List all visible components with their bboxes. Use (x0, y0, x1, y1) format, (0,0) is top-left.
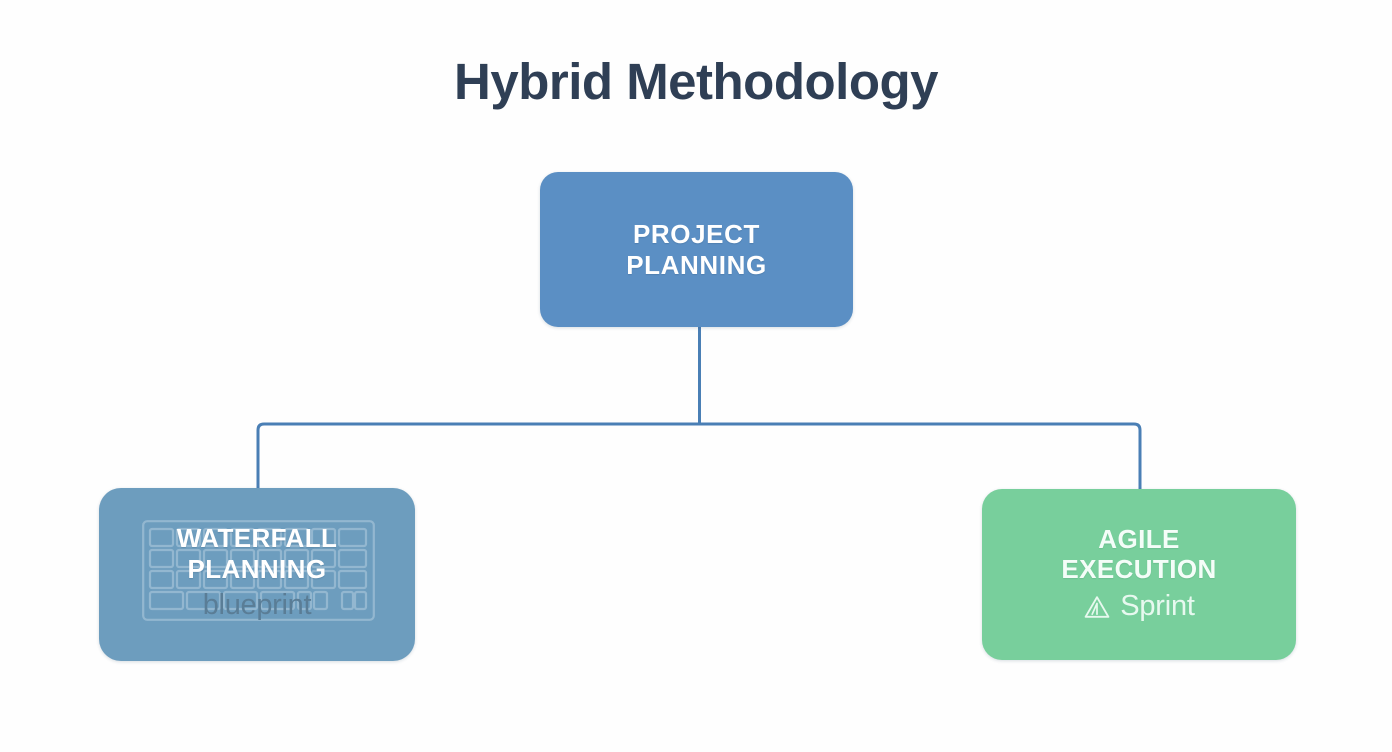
node-agile-execution-label-line2: EXECUTION (1061, 554, 1217, 584)
node-project-planning[interactable]: PROJECT PLANNING (540, 172, 853, 327)
node-agile-execution-label-line1: AGILE (1098, 523, 1180, 554)
node-agile-execution[interactable]: AGILE EXECUTION Sprint (982, 489, 1296, 660)
connector-to-agile (698, 422, 1142, 491)
node-agile-execution-sublabel: Sprint (1120, 590, 1195, 623)
node-waterfall-planning-label: WATERFALL PLANNING (177, 523, 338, 583)
node-project-planning-label-line1: PROJECT (632, 219, 760, 250)
node-waterfall-planning-label-line1: WATERFALL (176, 523, 338, 554)
connector-to-waterfall (256, 422, 701, 490)
page-title: Hybrid Methodology (454, 53, 938, 110)
node-agile-execution-tag: Sprint (1083, 592, 1195, 621)
node-project-planning-label: PROJECT PLANNING (626, 219, 767, 279)
node-project-planning-label-line2: PLANNING (626, 249, 767, 280)
node-waterfall-planning-label-line2: PLANNING (187, 553, 327, 584)
warning-triangle-icon (1084, 595, 1110, 618)
keyboard-blueprint-watermark-icon (142, 520, 375, 621)
node-waterfall-planning[interactable]: WATERFALL PLANNING blueprint (99, 488, 415, 661)
node-waterfall-planning-sublabel: blueprint (202, 588, 312, 621)
node-agile-execution-label: AGILE EXECUTION (1061, 524, 1216, 584)
